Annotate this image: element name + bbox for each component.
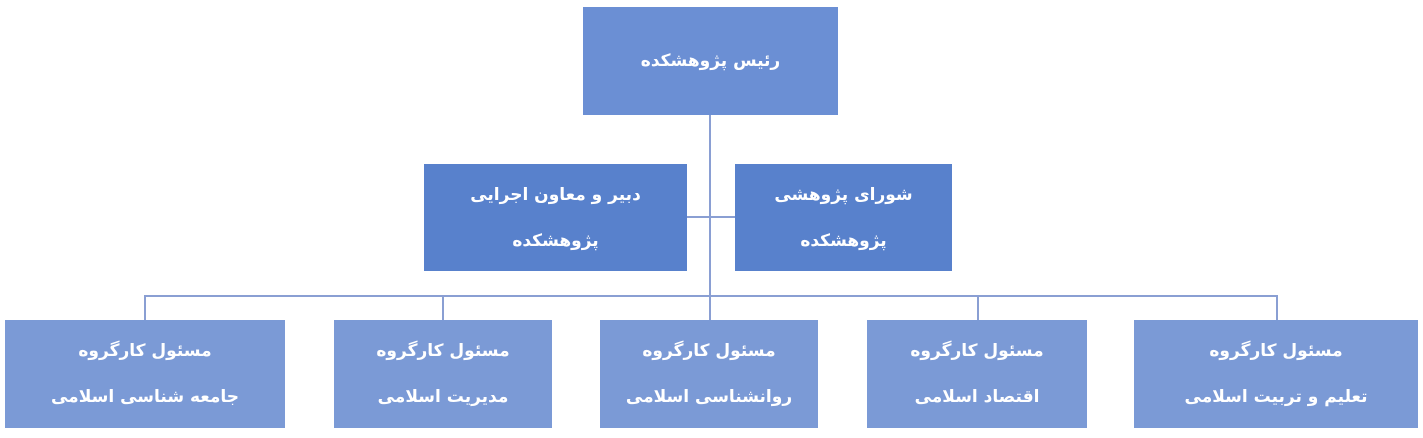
head-box: رئیس پژوهشکده xyxy=(583,7,838,115)
group-box-management: مسئول کارگروه مدیریت اسلامی xyxy=(334,320,552,428)
group-box-sociology: مسئول کارگروه جامعه شناسی اسلامی xyxy=(5,320,285,428)
secretary-line1: دبیر و معاون اجرایی xyxy=(470,184,641,205)
branch-drop-5 xyxy=(144,295,146,320)
advisory-cross-line xyxy=(687,216,735,218)
group-name: اقتصاد اسلامی xyxy=(914,387,1040,407)
branch-drop-1 xyxy=(1276,295,1278,320)
group-name: جامعه شناسی اسلامی xyxy=(50,387,240,407)
group-title: مسئول کارگروه xyxy=(376,341,510,361)
group-box-psychology: مسئول کارگروه روانشناسی اسلامی xyxy=(600,320,818,428)
group-title: مسئول کارگروه xyxy=(910,341,1044,361)
branch-drop-4 xyxy=(442,295,444,320)
council-line1: شورای پژوهشی xyxy=(774,184,913,205)
branch-drop-3 xyxy=(709,295,711,320)
secretary-box: دبیر و معاون اجرایی پژوهشکده xyxy=(424,164,687,271)
branch-bus-line xyxy=(144,295,1278,297)
council-line2: پژوهشکده xyxy=(800,230,887,251)
group-title: مسئول کارگروه xyxy=(1209,341,1343,361)
group-name: تعلیم و تربیت اسلامی xyxy=(1184,387,1368,407)
group-box-economics: مسئول کارگروه اقتصاد اسلامی xyxy=(867,320,1087,428)
group-title: مسئول کارگروه xyxy=(78,341,212,361)
group-box-education: مسئول کارگروه تعلیم و تربیت اسلامی xyxy=(1134,320,1418,428)
branch-drop-2 xyxy=(977,295,979,320)
group-name: روانشناسی اسلامی xyxy=(625,387,793,407)
head-title: رئیس پژوهشکده xyxy=(640,51,781,71)
secretary-line2: پژوهشکده xyxy=(512,230,599,251)
trunk-line xyxy=(709,115,711,296)
group-name: مدیریت اسلامی xyxy=(377,387,509,407)
group-title: مسئول کارگروه xyxy=(642,341,776,361)
council-box: شورای پژوهشی پژوهشکده xyxy=(735,164,952,271)
